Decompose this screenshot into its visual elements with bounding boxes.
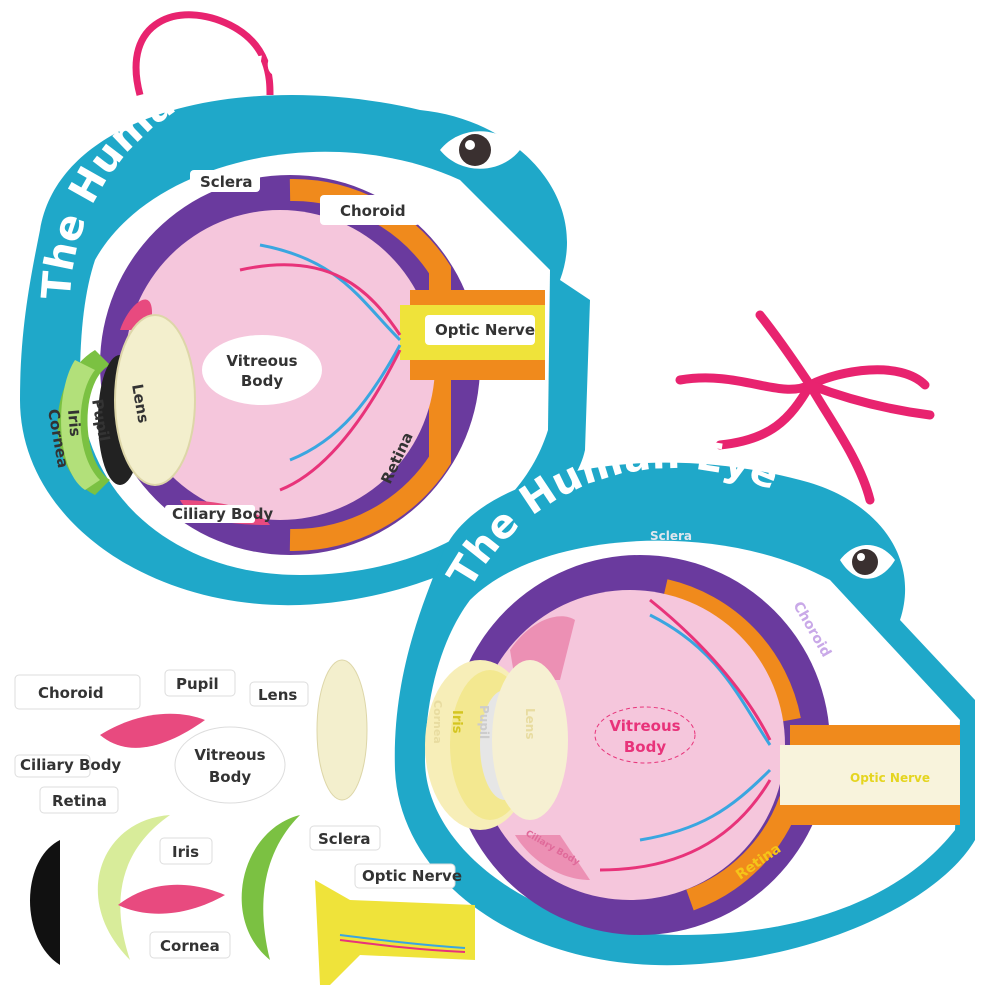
right-eye-board: The Human Eye Sclera Choroid Optic Nerve… (394, 432, 976, 966)
piece-iris: Iris (172, 843, 199, 861)
label-vitreous-body-1: Vitreous (226, 352, 297, 370)
veins (639, 613, 772, 842)
label-lens: Lens (523, 708, 537, 739)
label-optic-nerve: Optic Nerve (435, 321, 535, 339)
label-vitreous-body-2: Body (624, 738, 666, 756)
label-iris: Iris (449, 710, 464, 734)
ribbon-hanger (132, 11, 274, 96)
piece-ciliary-body-2 (118, 884, 225, 914)
label-sclera: Sclera (650, 529, 692, 543)
label-pupil: Pupil (477, 705, 491, 739)
optic-nerve-area (780, 745, 960, 805)
label-choroid: Choroid (340, 202, 406, 220)
iris-piece (61, 360, 100, 490)
choroid-layer (662, 579, 801, 911)
arteries (599, 598, 772, 872)
piece-cornea: Cornea (160, 937, 220, 955)
piece-sclera: Sclera (318, 830, 371, 848)
label-iris: Iris (64, 409, 84, 438)
lens-outline (492, 660, 568, 820)
decorative-eye-icon (840, 545, 895, 579)
piece-optic-nerve-label: Optic Nerve (362, 867, 462, 885)
loose-pieces: Choroid Pupil Lens Ciliary Body Vitreous… (14, 659, 475, 985)
piece-green-crescent (241, 815, 300, 960)
piece-ciliary-body (100, 713, 205, 748)
label-cornea: Cornea (431, 700, 444, 744)
label-vitreous-body-2: Body (241, 372, 283, 390)
label-vitreous-body-1: Vitreous (609, 717, 680, 735)
piece-pupil: Pupil (176, 675, 219, 693)
lens-piece (114, 314, 196, 486)
piece-vitreous-body-2: Body (209, 768, 251, 786)
ribbon-bow (675, 310, 935, 505)
piece-iris-crescent (97, 815, 170, 960)
label-sclera: Sclera (200, 173, 253, 191)
veins (259, 243, 402, 462)
piece-vitreous-body-1: Vitreous (194, 746, 265, 764)
piece-lens-shape (316, 659, 368, 801)
piece-lens: Lens (258, 686, 297, 704)
left-eye-board: The Human Eye Sclera Choroid Optic Nerve… (20, 39, 590, 606)
piece-cornea-crescent-black (30, 840, 60, 965)
piece-optic-nerve (315, 880, 475, 985)
label-optic-nerve: Optic Nerve (850, 771, 930, 785)
label-ciliary-body: Ciliary Body (172, 505, 273, 523)
piece-retina: Retina (52, 792, 107, 810)
arteries (239, 263, 402, 492)
piece-ciliary-body-label: Ciliary Body (20, 756, 121, 774)
decorative-eye-icon (440, 131, 520, 169)
ciliary-body-bottom (515, 835, 590, 880)
piece-choroid: Choroid (38, 684, 104, 702)
